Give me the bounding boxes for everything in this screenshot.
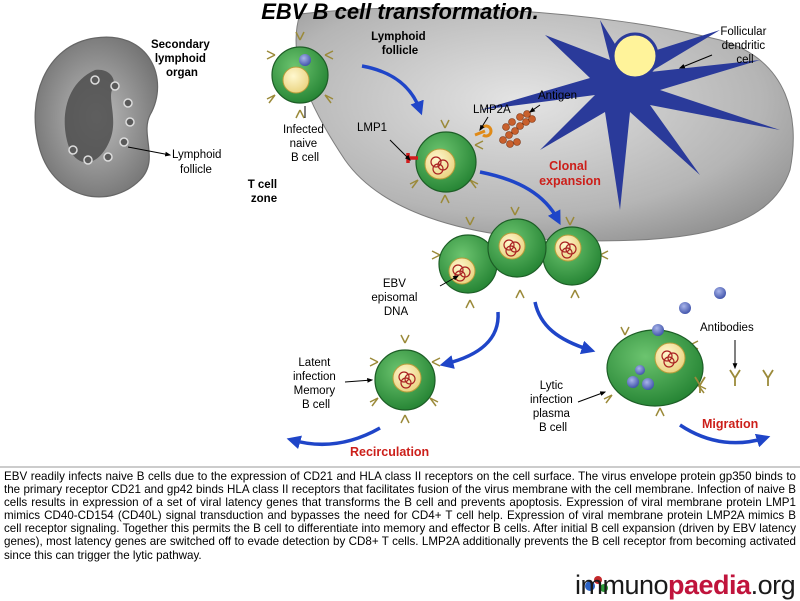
label-antigen: Antigen: [538, 90, 577, 102]
lmp2a-icon: [474, 124, 493, 138]
secondary-lymphoid-organ: [34, 36, 159, 198]
brand-logo-mark: [585, 576, 608, 592]
diagram-title: EBV B cell transformation.: [261, 0, 539, 24]
brand-part2: paedia: [668, 570, 751, 600]
pointer-lines: [127, 54, 738, 403]
latent-memory-b-cell: [369, 334, 441, 424]
arrow-recirculation: [286, 426, 381, 450]
label-latent-memory-b-cell: Latent infection Memory B cell: [293, 357, 339, 411]
arrow-to-lytic: [533, 301, 596, 355]
label-follicular-dendritic-cell: Follicular dendritic cell: [720, 26, 769, 66]
lymphoid-follicle-region: [295, 7, 794, 242]
arrow-to-latent: [439, 311, 500, 369]
follicular-dendritic-cell: [480, 20, 780, 210]
label-lytic-plasma-b-cell: Lytic infection plasma B cell: [530, 380, 576, 434]
follicle-dots: [68, 75, 135, 165]
label-secondary-lymphoid-organ: Secondary lymphoid organ: [151, 39, 213, 79]
label-lmp1: LMP1: [357, 122, 387, 134]
antigen-icon: [499, 110, 536, 148]
label-recirculation: Recirculation: [350, 445, 429, 459]
antibodies-icon: [694, 369, 774, 393]
label-lymphoid-follicle-top: Lymphoid follicle: [371, 31, 429, 57]
lmp-b-cell: [406, 110, 536, 204]
infected-naive-b-cell: [266, 31, 334, 119]
brand-part3: .org: [750, 570, 796, 600]
label-lymphoid-follicle-left: Lymphoid follicle: [172, 149, 225, 176]
brand-logo[interactable]: immunopaedia.org: [575, 570, 796, 601]
label-ebv-episomal-dna: EBV episomal DNA: [371, 278, 420, 318]
label-migration: Migration: [702, 417, 758, 431]
clonal-expansion-cells: [431, 206, 609, 309]
label-lmp2a: LMP2A: [473, 104, 511, 116]
lytic-plasma-b-cell: [603, 324, 707, 417]
label-infected-naive-b-cell: Infected naive B cell: [283, 124, 327, 164]
free-virions: [679, 287, 726, 314]
label-clonal-expansion: Clonal expansion: [539, 159, 601, 188]
arrow-to-follicle: [361, 64, 424, 116]
arrow-clonal-expansion: [479, 170, 561, 225]
label-antibodies: Antibodies: [700, 322, 754, 334]
brand-part1: immuno: [575, 570, 669, 600]
caption-text: EBV readily infects naive B cells due to…: [4, 470, 796, 562]
label-t-cell-zone: T cell zone: [248, 179, 281, 205]
arrow-migration: [679, 423, 771, 448]
